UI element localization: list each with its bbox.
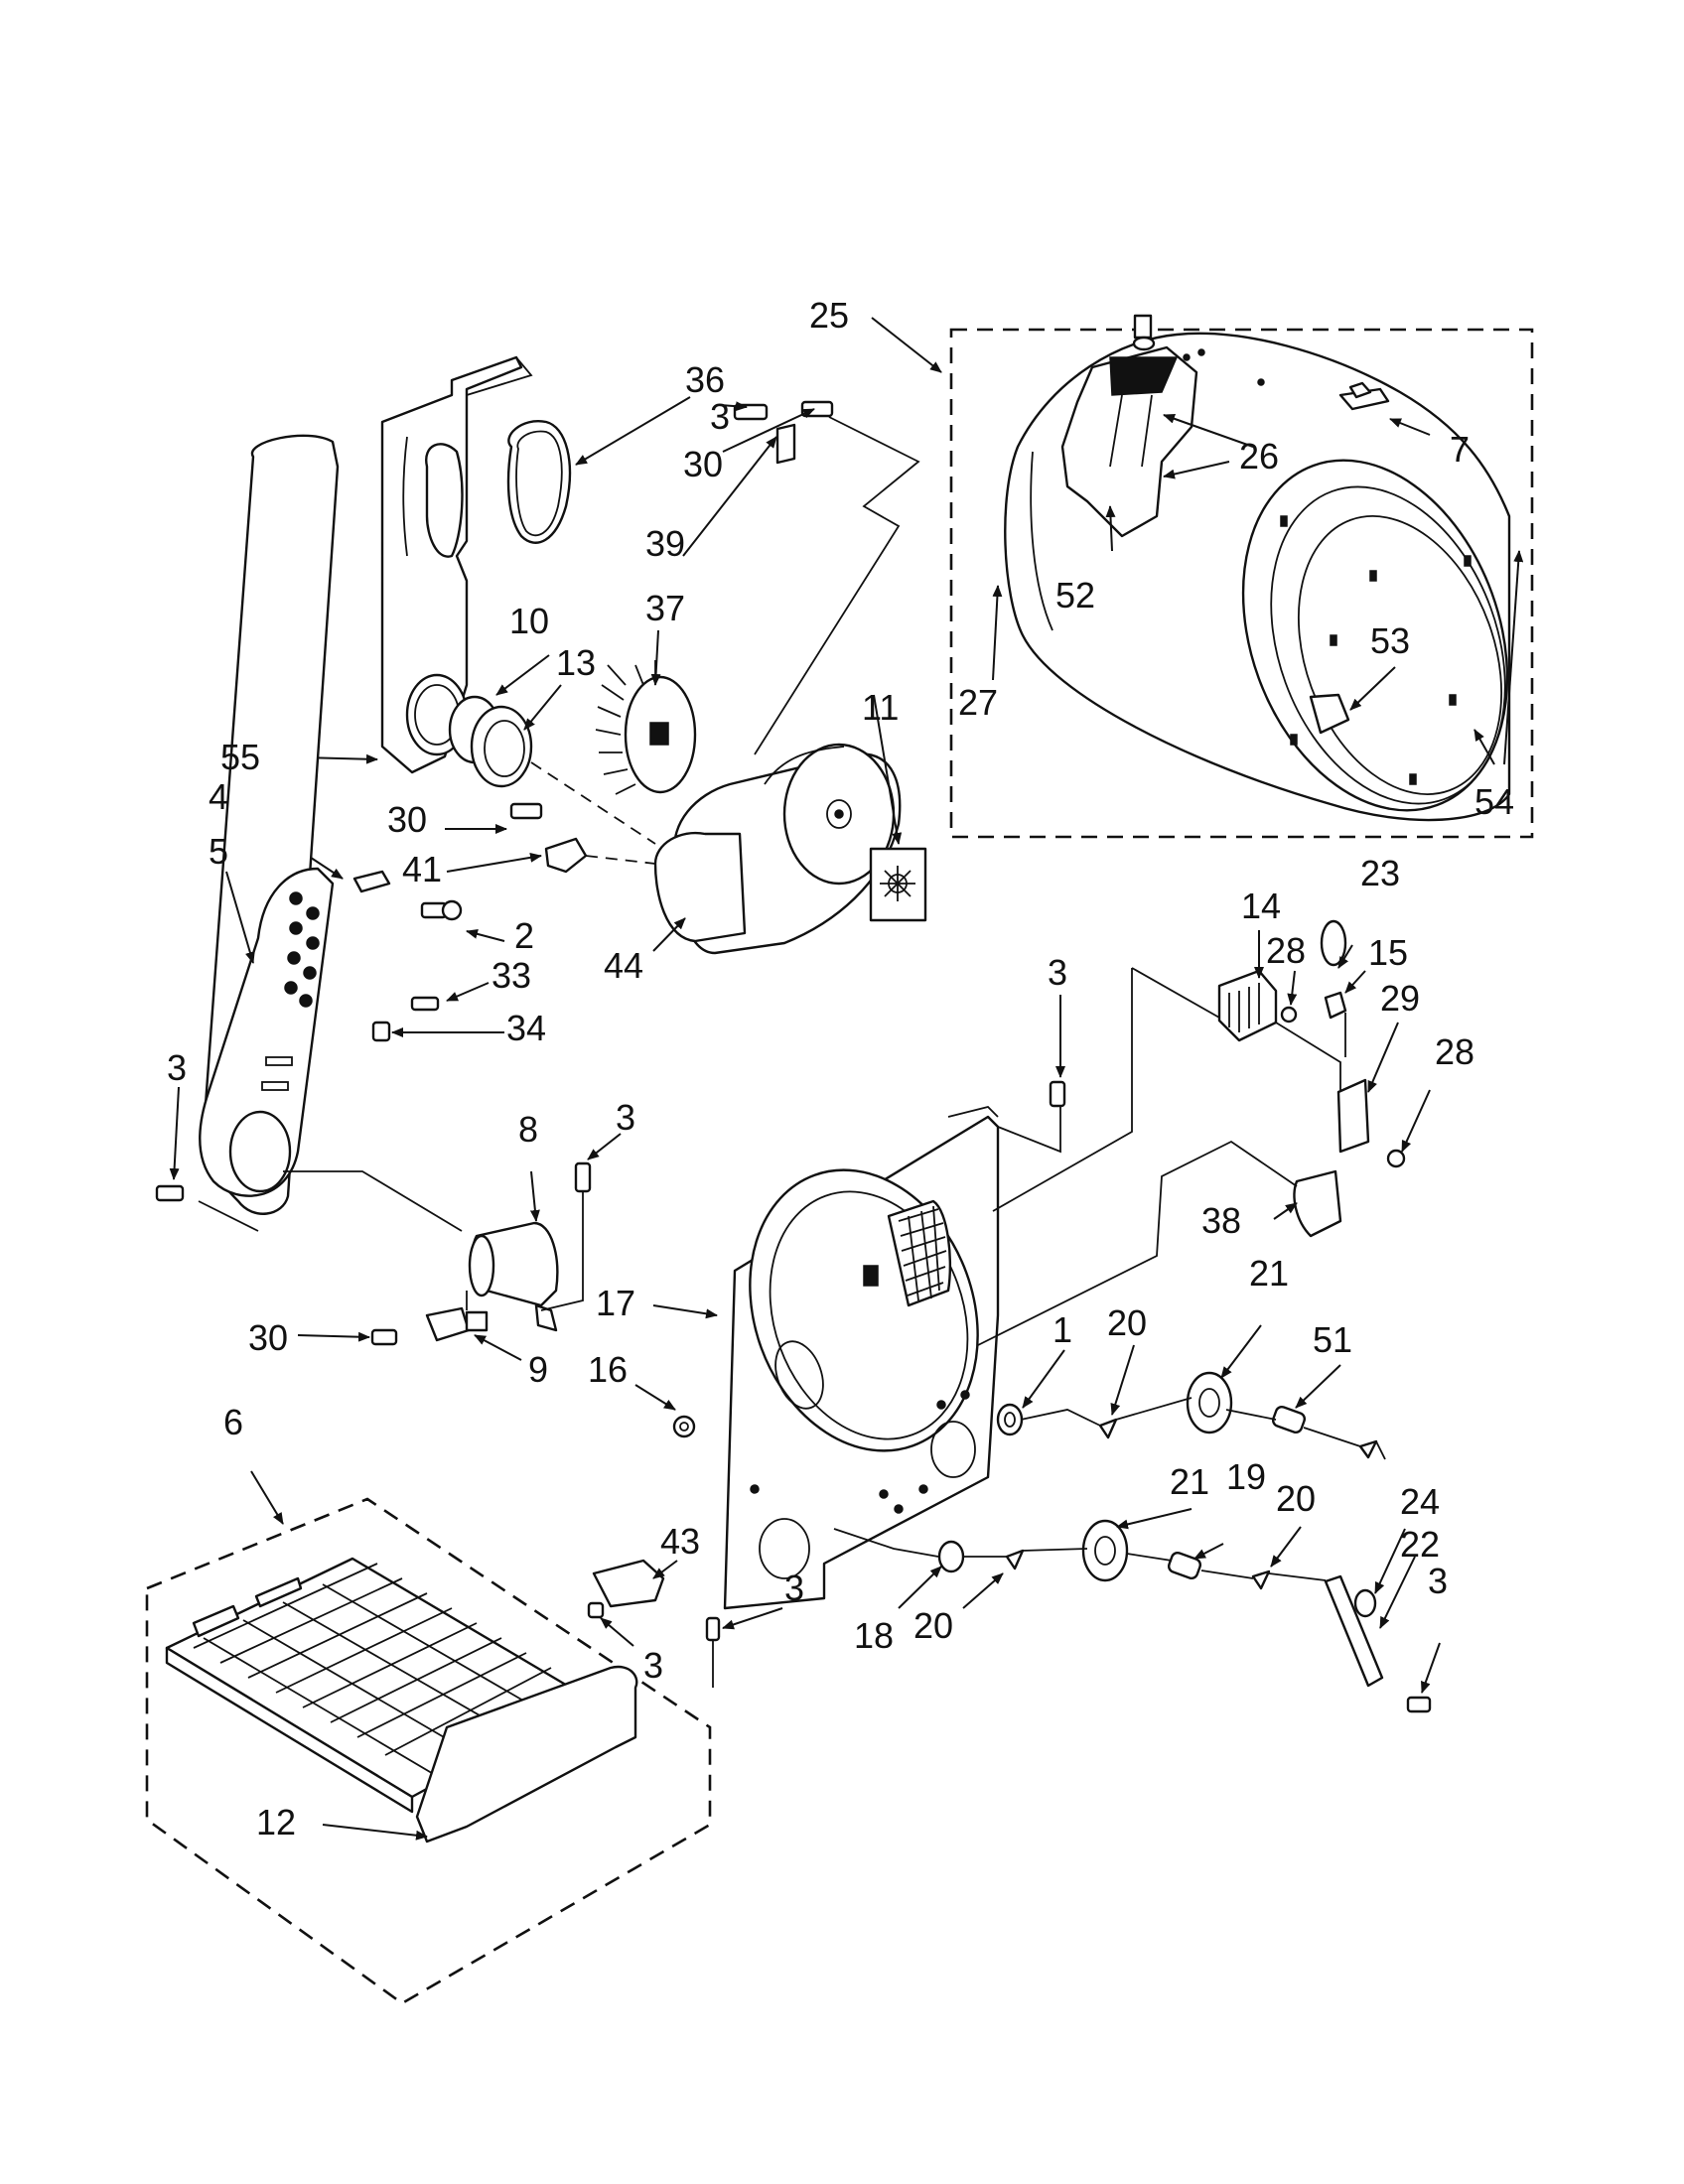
base-assembly	[145, 1470, 712, 2005]
callout-24: 24	[1400, 1481, 1440, 1522]
callout-34: 34	[506, 1008, 546, 1048]
drum-assembly	[871, 314, 1534, 839]
callout-3-thermo: 3	[616, 1097, 635, 1138]
callout-20-c: 20	[913, 1605, 953, 1646]
callout-39: 39	[645, 523, 685, 564]
callout-36: 36	[685, 359, 725, 400]
callout-8: 8	[518, 1109, 538, 1150]
callout-28-low: 28	[1435, 1031, 1474, 1072]
duct-and-heater-parts	[155, 434, 622, 1361]
callout-55: 55	[220, 737, 260, 777]
callout-9: 9	[528, 1349, 548, 1390]
callout-3-panel: 3	[1048, 952, 1067, 993]
callout-41: 41	[402, 849, 442, 889]
front-panel-17	[634, 919, 1431, 1610]
callout-12: 12	[256, 1802, 296, 1843]
callout-3-lower: 3	[784, 1568, 804, 1608]
callout-2: 2	[514, 915, 534, 956]
callout-labels: 25 26 7 52 27 53 54 36 3 30 39 37 10 13 …	[167, 295, 1514, 1843]
callout-14: 14	[1241, 886, 1281, 926]
callout-20-a: 20	[1107, 1302, 1147, 1343]
callout-27: 27	[958, 682, 998, 723]
callout-51: 51	[1313, 1319, 1352, 1360]
callout-43: 43	[660, 1521, 700, 1562]
callout-28-top: 28	[1266, 930, 1306, 971]
callout-21-a: 21	[1249, 1253, 1289, 1294]
callout-30-mid: 30	[387, 799, 427, 840]
callout-53: 53	[1370, 620, 1410, 661]
callout-3-top: 3	[710, 396, 730, 437]
callout-11: 11	[862, 687, 899, 728]
callout-38: 38	[1201, 1200, 1241, 1241]
callout-16: 16	[588, 1349, 628, 1390]
callout-26: 26	[1239, 436, 1279, 477]
bulkhead-blower-area	[264, 355, 927, 955]
callout-6: 6	[223, 1402, 243, 1442]
callout-29: 29	[1380, 978, 1420, 1019]
callout-52: 52	[1055, 575, 1095, 615]
callout-19: 19	[1226, 1456, 1266, 1497]
callout-5: 5	[209, 831, 228, 872]
callout-30-top: 30	[683, 444, 723, 484]
callout-21-b: 21	[1170, 1461, 1209, 1502]
callout-23: 23	[1360, 853, 1400, 893]
callout-3-right: 3	[1428, 1561, 1448, 1601]
callout-33: 33	[491, 955, 531, 996]
callout-1: 1	[1052, 1309, 1072, 1350]
callout-37: 37	[645, 588, 685, 628]
callout-3-left: 3	[167, 1047, 187, 1088]
callout-30-low: 30	[248, 1317, 288, 1358]
rollers-and-idler	[587, 1324, 1441, 1713]
callout-3-bottom: 3	[643, 1645, 663, 1686]
callout-4: 4	[209, 776, 228, 817]
callout-44: 44	[604, 945, 643, 986]
callout-13: 13	[556, 642, 596, 683]
callout-15: 15	[1368, 932, 1408, 973]
callout-25: 25	[809, 295, 849, 336]
callout-7: 7	[1450, 429, 1470, 470]
callout-18: 18	[854, 1615, 894, 1656]
callout-22: 22	[1400, 1524, 1440, 1565]
callout-10: 10	[509, 601, 549, 641]
callout-54: 54	[1474, 781, 1514, 822]
callout-17: 17	[596, 1283, 635, 1323]
callout-20-b: 20	[1276, 1478, 1316, 1519]
